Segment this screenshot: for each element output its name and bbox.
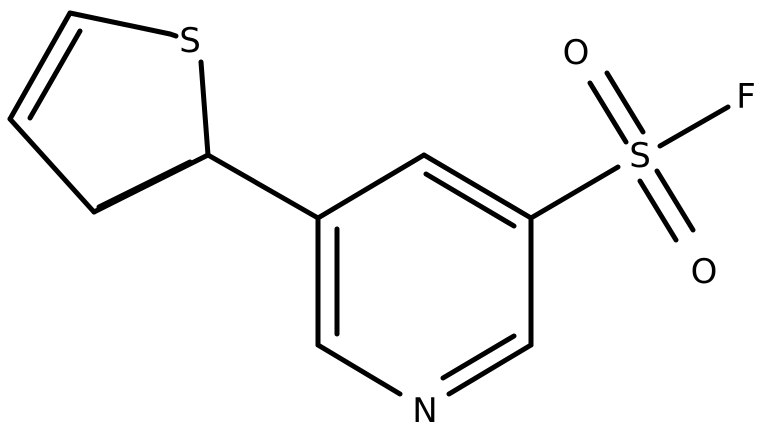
bond-py-c4-c3-inner <box>423 171 517 229</box>
bond-py-c2-n <box>446 342 534 397</box>
bond-s-o-top-a <box>587 80 629 145</box>
fluorine-label: F <box>736 77 756 117</box>
bond-s-c2 <box>198 59 211 158</box>
bond-s-o-bottom-a <box>637 178 679 243</box>
bond-c5-s <box>167 31 179 39</box>
bond-c3-c4-closure <box>7 116 97 215</box>
pyridine-nitrogen-label: N <box>412 391 437 431</box>
oxygen-top-label: O <box>563 33 590 73</box>
thiophene-ring <box>7 10 211 215</box>
bond-s-o-bottom-b <box>654 168 696 233</box>
bond-py-n-c6 <box>315 342 403 397</box>
sulfonyl-sulfur-label: S <box>629 136 651 176</box>
bond-c3-c4-inner <box>27 28 83 121</box>
bond-s-o-top-b <box>604 70 646 135</box>
bond-thiophene-pyridine <box>205 152 321 221</box>
bond-c4-c5 <box>67 10 173 37</box>
bond-py-c2-n-inner <box>440 333 517 381</box>
thiophene-sulfur-label: S <box>179 21 201 61</box>
bond-c3-sulfonyl-s <box>528 164 621 221</box>
bond-s-f <box>657 104 731 149</box>
sulfonyl-fluoride-group <box>528 70 731 243</box>
bond-py-c4-c3 <box>421 152 534 221</box>
bond-py-c5-c4 <box>315 152 427 221</box>
bond-c3-c4 <box>7 10 73 122</box>
bond-c2-c3-inner <box>96 159 193 210</box>
oxygen-bottom-label: O <box>691 252 718 292</box>
pyridine-ring <box>315 152 534 397</box>
